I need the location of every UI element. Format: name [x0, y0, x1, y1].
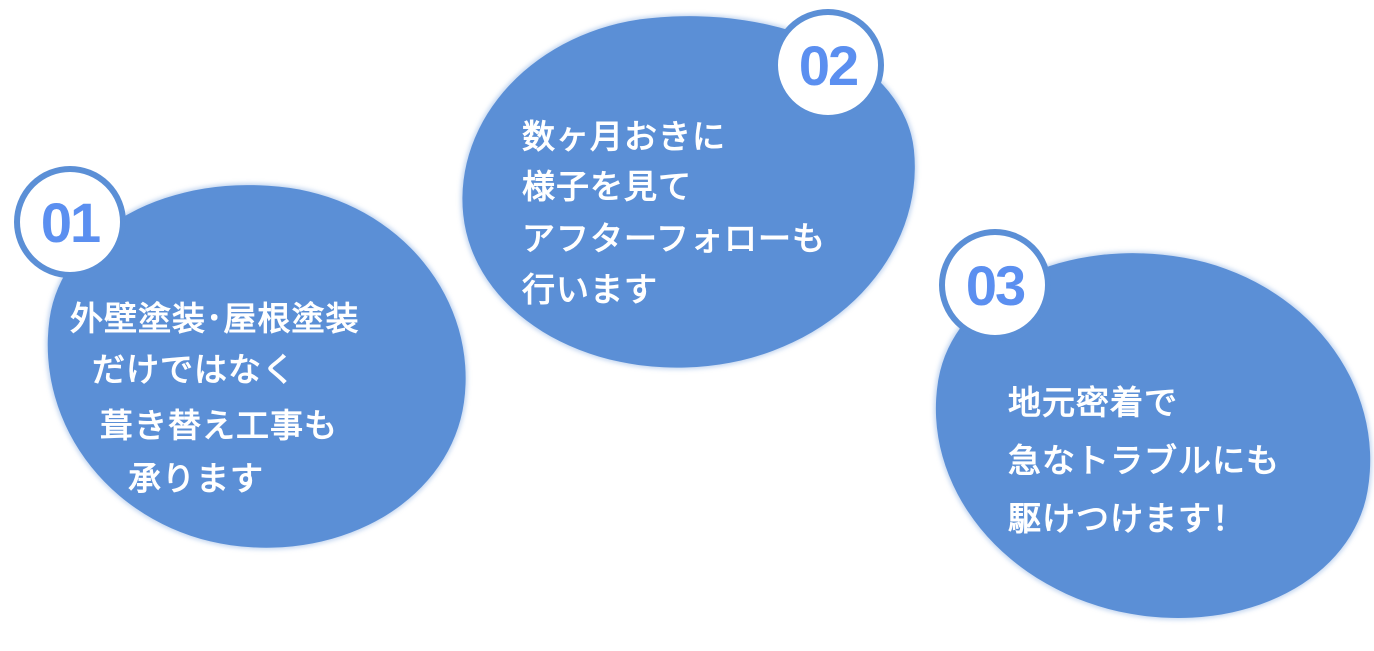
- feature-2-line-4: 行います: [522, 270, 658, 309]
- feature-3-line-2: 急なトラブルにも: [1008, 441, 1280, 480]
- feature-1-line-3: 葺き替え工事も: [100, 406, 338, 445]
- feature-1-line-2: だけではなく: [92, 350, 296, 389]
- feature-1-line-4: 承ります: [128, 459, 264, 498]
- feature-1-line-1: 外壁塗装･屋根塗装: [70, 299, 360, 338]
- number-badge-2: 02: [772, 9, 884, 121]
- feature-2-line-2: 様子を見て: [522, 167, 692, 206]
- feature-3-line-1: 地元密着で: [1008, 383, 1178, 422]
- feature-2-line-1: 数ヶ月おきに: [522, 117, 726, 156]
- feature-2-line-3: アフターフォローも: [522, 219, 827, 258]
- number-badge-3: 03: [939, 229, 1051, 341]
- number-badge-1: 01: [14, 166, 126, 278]
- feature-3-line-3: 駆けつけます！: [1008, 499, 1246, 538]
